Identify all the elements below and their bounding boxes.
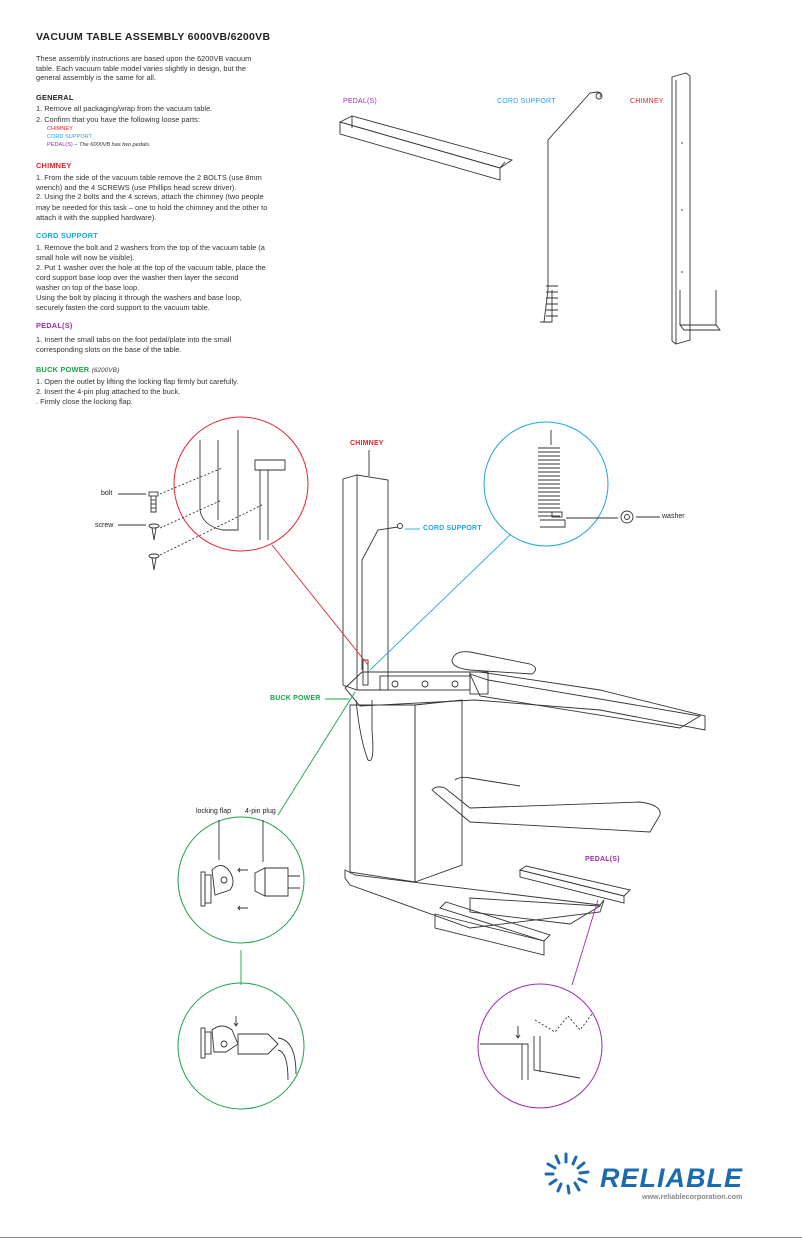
intro-line: table. Each vacuum table model varies sl… xyxy=(36,63,246,73)
pedal-detail-circle xyxy=(477,983,603,1109)
general-heading: GENERAL xyxy=(36,93,74,102)
diagram-label-chimney: CHIMNEY xyxy=(350,440,384,447)
general-step: 1. Remove all packaging/wrap from the va… xyxy=(36,104,213,113)
chimney-callout-line xyxy=(271,544,369,666)
cord-support-heading: CORD SUPPORT xyxy=(36,231,98,240)
loose-pedal-drawing xyxy=(338,115,514,181)
loose-part-chimney: CHIMNEY xyxy=(47,126,73,132)
cord-support-line: 2. Put 1 washer over the hole at the top… xyxy=(36,263,266,272)
loose-part-cord-support: CORD SUPPORT xyxy=(47,134,92,140)
pedal-callout-line xyxy=(571,899,599,986)
buck-power-model: (6200VB) xyxy=(91,367,120,374)
cord-support-line: cord support base loop over the washer t… xyxy=(36,273,239,282)
loose-chimney-drawing xyxy=(671,72,721,345)
intro-line: general assembly is the same for all. xyxy=(36,73,156,82)
page-title: VACUUM TABLE ASSEMBLY 6000VB/6200VB xyxy=(36,31,271,43)
brand-url[interactable]: www.reliablecorporation.com xyxy=(642,1192,743,1201)
buck-power-line: 1. Open the outlet by lifting the lockin… xyxy=(36,377,239,386)
chimney-detail-circle xyxy=(159,416,309,556)
buck-power-heading: BUCK POWER xyxy=(36,365,90,374)
diagram-label-buck-power: BUCK POWER xyxy=(270,695,321,702)
pedals-heading: PEDAL(S) xyxy=(36,321,73,330)
callout-screw: screw xyxy=(95,522,114,529)
chimney-heading: CHIMNEY xyxy=(36,161,72,170)
callout-locking-flap: locking flap xyxy=(196,808,232,815)
pedal-note: – The 6000VB has two pedals. xyxy=(72,142,151,148)
cord-support-line: small hole will now be visible). xyxy=(36,253,135,262)
general-step: 2. Confirm that you have the following l… xyxy=(36,115,200,124)
cord-support-line: securely fasten the cord support to the … xyxy=(36,303,210,312)
brand-name: RELIABLE xyxy=(600,1163,743,1193)
buck-callout-line xyxy=(277,691,356,816)
cord-support-line: washer on top of the base loop. xyxy=(36,283,140,292)
chimney-line: wrench) and the 4 SCREWS (use Phillips h… xyxy=(36,182,237,192)
parts-label-chimney: CHIMNEY xyxy=(630,98,664,105)
hardware-icons xyxy=(118,491,160,571)
callout-bolt: bolt xyxy=(101,490,113,497)
parts-label-pedal: PEDAL(S) xyxy=(343,98,377,105)
cord-detail-circle xyxy=(483,421,660,547)
callout-4-pin-plug: 4-pin plug xyxy=(245,808,276,815)
diagram-label-cord-support: CORD SUPPORT xyxy=(423,525,482,532)
chimney-line: may be needed for this task – one to hol… xyxy=(36,203,268,212)
buck-detail-circle-top xyxy=(177,816,305,944)
chimney-line: 1. From the side of the vacuum table rem… xyxy=(36,173,262,182)
cord-support-line: 1. Remove the bolt and 2 washers from th… xyxy=(36,243,265,252)
pedals-line: corresponding slots on the base of the t… xyxy=(36,345,182,354)
buck-power-heading-line: BUCK POWER (6200VB) xyxy=(36,365,119,374)
buck-power-line: 2. Insert the 4-pin plug attached to the… xyxy=(36,387,181,396)
diagram-label-pedals: PEDAL(S) xyxy=(585,856,620,863)
chimney-line: 2. Using the 2 bolts and the 4 screws, a… xyxy=(36,192,264,201)
loose-part-pedal: PEDAL(S) xyxy=(47,142,73,148)
vacuum-table-drawing xyxy=(342,450,706,956)
cord-support-line: Using the bolt by placing it through the… xyxy=(36,293,242,302)
loose-cord-support-drawing xyxy=(540,91,603,323)
cord-callout-line xyxy=(369,534,511,671)
callout-washer: washer xyxy=(662,513,685,520)
intro-line: These assembly instructions are based up… xyxy=(36,54,252,63)
chimney-line: attach it with the supplied hardware). xyxy=(36,212,157,222)
bottom-rule xyxy=(0,1237,802,1238)
buck-power-line: . Firmly close the locking flap. xyxy=(36,397,133,406)
loose-part-pedal-line: PEDAL(S) – The 6000VB has two pedals. xyxy=(47,141,151,151)
pedals-line: 1. Insert the small tabs on the foot ped… xyxy=(36,335,232,344)
buck-detail-circle-bottom xyxy=(177,982,305,1110)
parts-label-cord-support: CORD SUPPORT xyxy=(497,98,556,105)
sunburst-logo-icon xyxy=(544,1152,590,1195)
